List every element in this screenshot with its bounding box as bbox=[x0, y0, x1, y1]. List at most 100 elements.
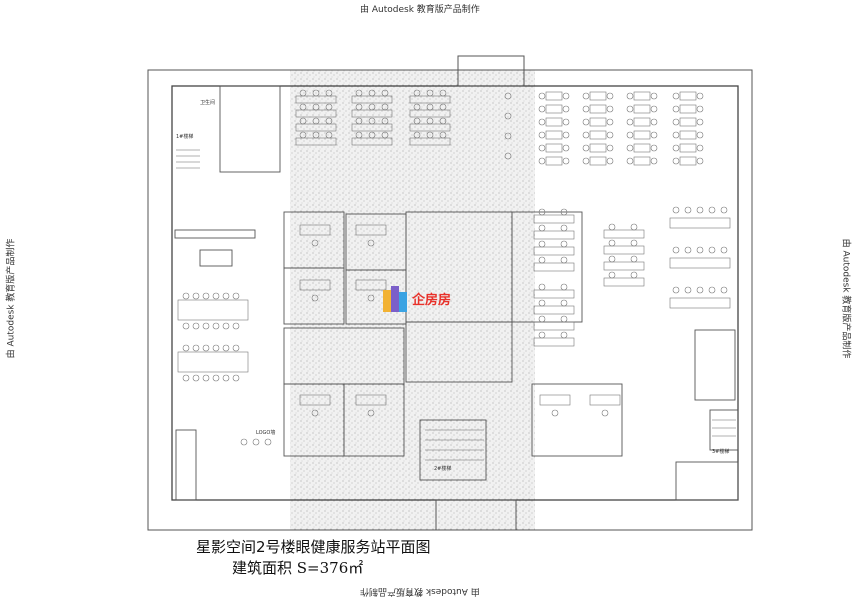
chair bbox=[222, 322, 230, 330]
logo-text: 企房房 bbox=[411, 292, 451, 308]
desk bbox=[633, 104, 651, 114]
chair bbox=[413, 103, 421, 111]
chair bbox=[299, 89, 307, 97]
desk bbox=[299, 279, 331, 291]
chair bbox=[560, 331, 568, 339]
chair bbox=[311, 239, 319, 247]
stair3-label: 3#楼梯 bbox=[712, 448, 729, 455]
chair bbox=[538, 240, 546, 248]
chair bbox=[202, 292, 210, 300]
chair bbox=[240, 438, 248, 446]
desk bbox=[603, 261, 645, 271]
chair bbox=[696, 246, 704, 254]
restroom-label: 卫生间 bbox=[200, 99, 215, 106]
desk bbox=[533, 321, 575, 331]
chair bbox=[413, 131, 421, 139]
desk bbox=[545, 117, 563, 127]
chair bbox=[720, 206, 728, 214]
chair bbox=[312, 89, 320, 97]
logo-mark-yellow bbox=[383, 290, 391, 312]
desk bbox=[589, 91, 607, 101]
desk bbox=[533, 214, 575, 224]
chair bbox=[312, 103, 320, 111]
chair bbox=[606, 92, 614, 100]
chair bbox=[606, 105, 614, 113]
chair bbox=[626, 105, 634, 113]
chair bbox=[504, 92, 512, 100]
furniture bbox=[177, 89, 731, 446]
chair bbox=[626, 131, 634, 139]
chair bbox=[299, 117, 307, 125]
desk bbox=[679, 104, 697, 114]
chair bbox=[381, 103, 389, 111]
chair bbox=[368, 89, 376, 97]
chair bbox=[630, 255, 638, 263]
chair bbox=[192, 292, 200, 300]
desk bbox=[589, 143, 607, 153]
chair bbox=[606, 157, 614, 165]
chair bbox=[672, 157, 680, 165]
chair bbox=[325, 103, 333, 111]
chair bbox=[202, 374, 210, 382]
chair bbox=[232, 344, 240, 352]
chair bbox=[222, 374, 230, 382]
chair bbox=[650, 118, 658, 126]
desk bbox=[603, 277, 645, 287]
chair bbox=[312, 117, 320, 125]
stair2-label: 2#楼梯 bbox=[434, 465, 451, 472]
watermark-top: 由 Autodesk 教育版产品制作 bbox=[360, 5, 480, 15]
desk bbox=[299, 224, 331, 236]
chair bbox=[367, 239, 375, 247]
chair bbox=[504, 152, 512, 160]
chair bbox=[504, 112, 512, 120]
chair bbox=[672, 206, 680, 214]
chair bbox=[650, 105, 658, 113]
chair bbox=[368, 117, 376, 125]
chair bbox=[312, 131, 320, 139]
chair bbox=[696, 118, 704, 126]
chair bbox=[696, 286, 704, 294]
desk bbox=[603, 229, 645, 239]
chair bbox=[311, 294, 319, 302]
desk bbox=[545, 104, 563, 114]
chair bbox=[630, 223, 638, 231]
desk bbox=[545, 91, 563, 101]
chair bbox=[630, 271, 638, 279]
chair bbox=[212, 292, 220, 300]
desk bbox=[679, 130, 697, 140]
desk bbox=[679, 156, 697, 166]
chair bbox=[560, 224, 568, 232]
chair bbox=[696, 157, 704, 165]
chair bbox=[439, 89, 447, 97]
chair bbox=[560, 240, 568, 248]
logo-mark-purple bbox=[391, 286, 399, 312]
desk bbox=[355, 279, 387, 291]
chair bbox=[538, 283, 546, 291]
chair bbox=[708, 286, 716, 294]
chair bbox=[696, 206, 704, 214]
chair bbox=[672, 105, 680, 113]
desk bbox=[533, 337, 575, 347]
chair bbox=[562, 131, 570, 139]
desk bbox=[669, 257, 731, 269]
stairs bbox=[176, 149, 736, 461]
chair bbox=[538, 92, 546, 100]
chair bbox=[672, 92, 680, 100]
chair bbox=[232, 322, 240, 330]
desk bbox=[545, 143, 563, 153]
chair bbox=[538, 208, 546, 216]
desk bbox=[355, 394, 387, 406]
desk bbox=[539, 394, 571, 406]
desk bbox=[603, 245, 645, 255]
chair bbox=[368, 103, 376, 111]
chair bbox=[562, 144, 570, 152]
chair bbox=[538, 131, 546, 139]
chair bbox=[252, 438, 260, 446]
chair bbox=[720, 246, 728, 254]
chair bbox=[222, 344, 230, 352]
desk bbox=[589, 104, 607, 114]
chair bbox=[606, 118, 614, 126]
desk bbox=[633, 117, 651, 127]
chair bbox=[608, 239, 616, 247]
chair bbox=[538, 315, 546, 323]
